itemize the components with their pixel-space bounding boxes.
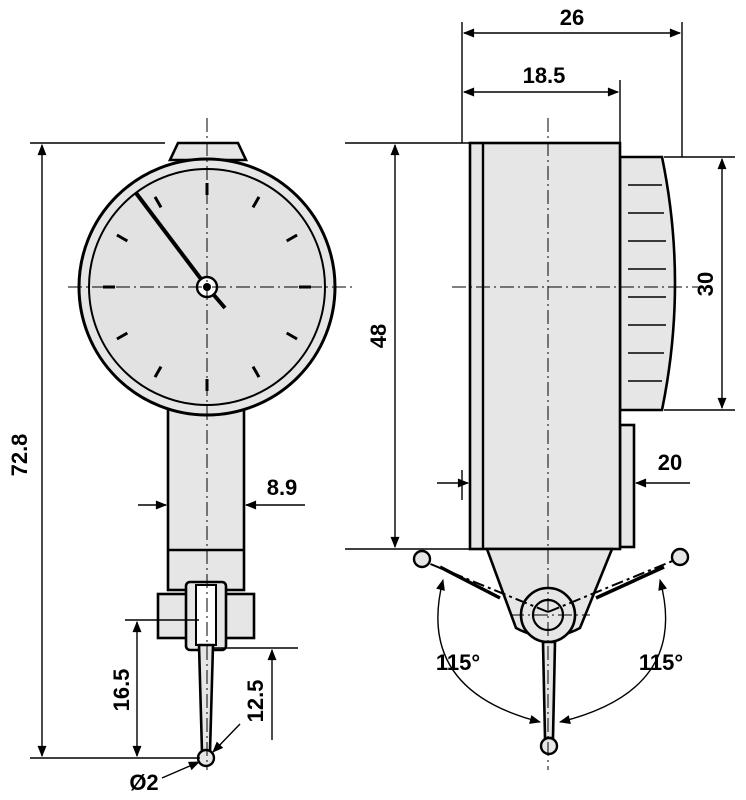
label-overall-depth: 26 [560, 5, 584, 30]
side-tab [618, 423, 636, 549]
label-angle-left: 115° [436, 650, 480, 675]
dial-tick [153, 365, 163, 378]
label-side-offset: 20 [658, 450, 682, 475]
dial-tick [251, 196, 261, 209]
label-probe-long: 16.5 [109, 669, 134, 712]
stem-body [166, 403, 246, 592]
label-body-height: 48 [366, 324, 391, 348]
label-dial-width: 30 [693, 272, 718, 296]
dim-angle-right-arc [558, 578, 667, 724]
dim-angle-left-arc [436, 578, 542, 724]
side-body [468, 141, 622, 551]
dimension-lines [30, 22, 735, 779]
dial-tick [285, 233, 298, 243]
dimension-labels: 72.8 48 26 18.5 30 8.9 20 16.5 12.5 Ø2 1… [7, 5, 718, 795]
clamp-slot [195, 584, 217, 646]
dial-tick [251, 365, 261, 378]
probe-shaft [197, 643, 215, 754]
swung-ball-right [670, 547, 690, 567]
swung-ball-left [412, 549, 432, 569]
dial-back-cover [618, 155, 677, 412]
label-body-depth: 18.5 [523, 63, 566, 88]
dim-ball-leader [161, 761, 201, 779]
dial-tick [153, 196, 163, 209]
label-stem-width: 8.9 [267, 475, 298, 500]
label-probe-short: 12.5 [243, 680, 268, 723]
dial-needle [134, 191, 209, 289]
side-probe [541, 640, 557, 740]
front-view [68, 118, 352, 770]
side-probe-ball [539, 736, 559, 756]
label-angle-right: 115° [639, 650, 683, 675]
dial-tick [285, 331, 298, 341]
label-ball-diameter: Ø2 [129, 770, 158, 795]
dial-tick [116, 233, 129, 243]
dial-tick [116, 331, 129, 341]
top-mount [167, 141, 249, 162]
probe-ball [196, 748, 216, 768]
label-total-height: 72.8 [7, 434, 32, 477]
